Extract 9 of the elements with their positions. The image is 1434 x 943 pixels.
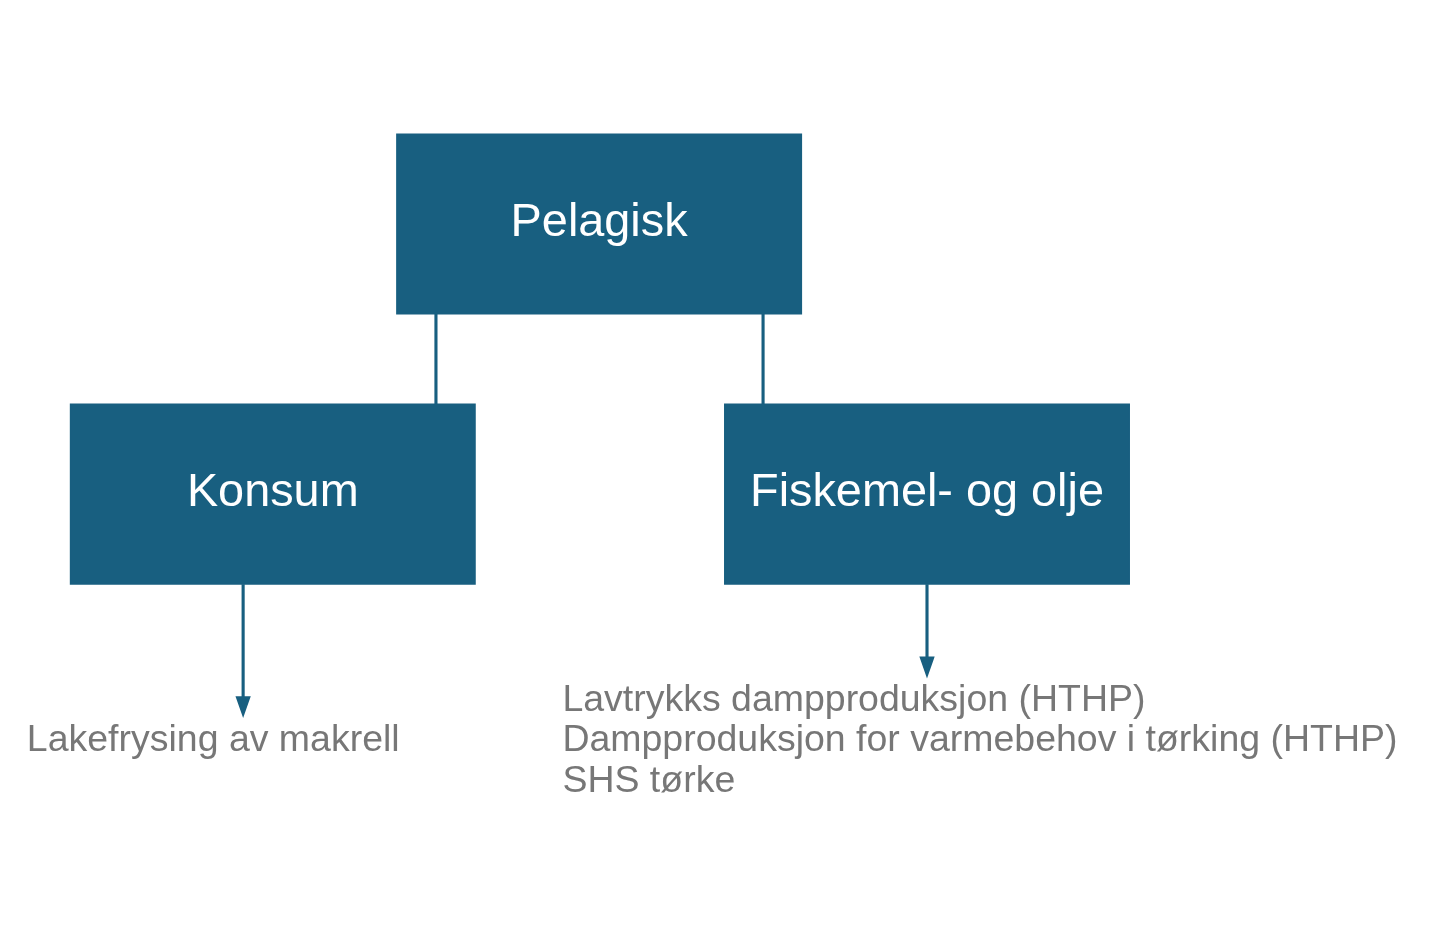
arrow	[235, 584, 251, 719]
connector	[761, 313, 765, 405]
node-text: Lakefrysing av makrell	[26, 717, 400, 760]
node-text: Lavtrykks dampproduksjon (HTHP) Dampproduksjon for varmebehov i tørking (HTHP) SHS tørke	[562, 676, 1398, 800]
node-box: Konsum	[69, 403, 476, 585]
node-box: Fiskemel- og olje	[724, 403, 1130, 585]
connector	[434, 313, 438, 405]
node-box: Pelagisk	[396, 133, 803, 315]
arrow	[919, 584, 935, 679]
